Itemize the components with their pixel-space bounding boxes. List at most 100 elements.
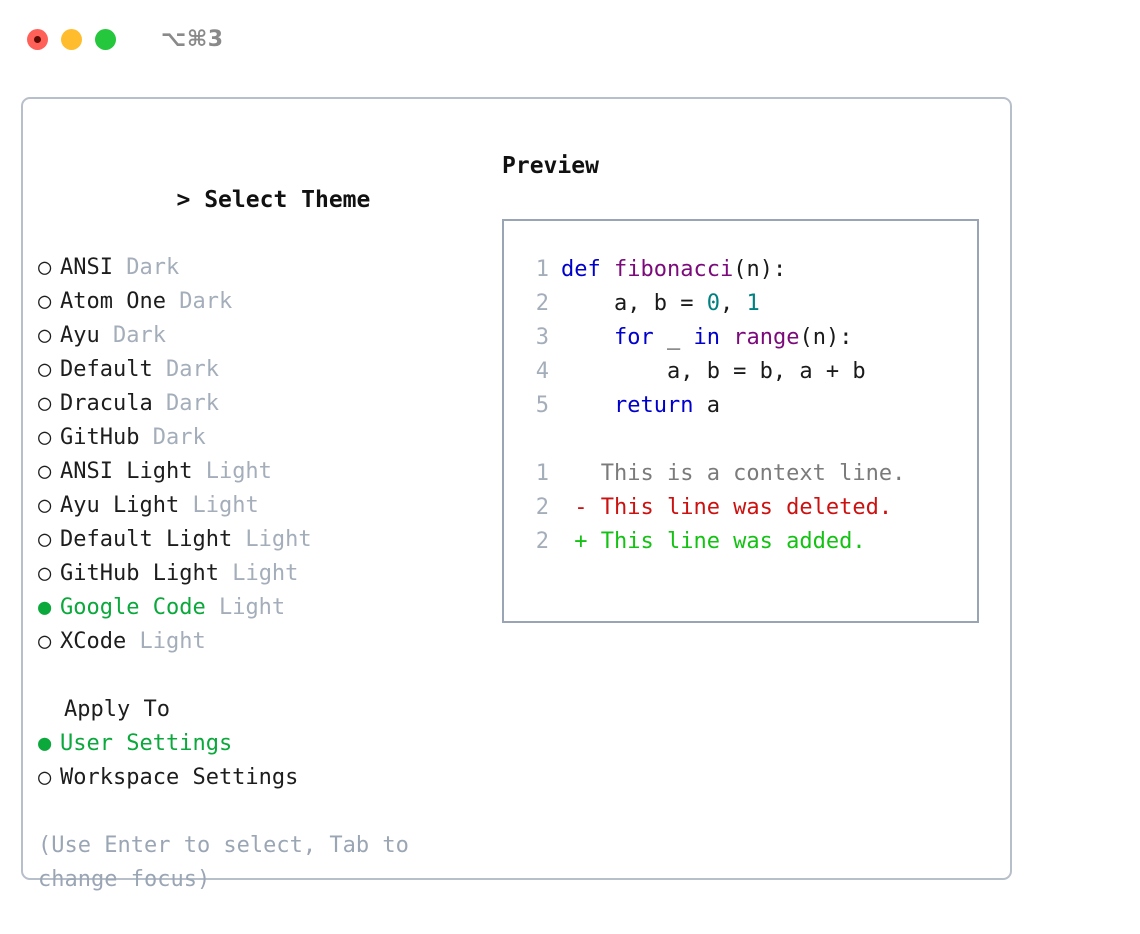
theme-variant-tag: Light	[179, 493, 259, 518]
theme-option-label: Google Code	[60, 595, 206, 620]
radio-unselected-icon: ○	[38, 391, 52, 416]
apply-to-option-workspace-settings[interactable]: ○ Workspace Settings	[38, 761, 488, 795]
close-button[interactable]	[27, 28, 48, 50]
radio-selected-icon: ●	[38, 595, 52, 620]
line-number: 3	[535, 325, 549, 350]
radio-unselected-icon: ○	[38, 323, 52, 348]
apply-to-option-label: Workspace Settings	[60, 765, 299, 790]
theme-option-label: Ayu	[60, 323, 100, 348]
diff-line-text: - This line was deleted.	[561, 495, 893, 520]
code-token: a, b = b, a + b	[561, 359, 866, 384]
apply-to-option-label: User Settings	[60, 731, 233, 756]
theme-option-default[interactable]: ○ Default Dark	[38, 353, 488, 387]
theme-option-ayu[interactable]: ○ Ayu Dark	[38, 319, 488, 353]
radio-unselected-icon: ○	[38, 459, 52, 484]
keyboard-shortcut-label: ⌥⌘3	[161, 26, 224, 52]
radio-unselected-icon: ○	[38, 425, 52, 450]
line-number: 1	[535, 461, 549, 486]
code-token: a	[693, 393, 720, 418]
apply-to-option-user-settings[interactable]: ●User Settings	[38, 727, 488, 761]
theme-variant-tag: Dark	[112, 255, 180, 280]
line-number: 4	[535, 359, 549, 384]
theme-list-title: Select Theme	[204, 187, 371, 213]
apply-to-header: Apply To	[64, 697, 170, 722]
preview-title: Preview	[502, 153, 599, 179]
radio-unselected-icon: ○	[38, 527, 52, 552]
theme-option-label: Default	[60, 357, 153, 382]
code-token: (	[733, 257, 747, 282]
diff-line: 1 This is a context line.	[504, 457, 977, 491]
line-number: 2	[535, 495, 549, 520]
diff-sample: 1 This is a context line. 2 - This line w…	[504, 457, 977, 559]
code-token: ):	[825, 325, 853, 350]
theme-variant-tag: Dark	[152, 391, 219, 416]
theme-option-label: XCode	[60, 629, 127, 654]
radio-unselected-icon: ○	[38, 493, 52, 518]
radio-unselected-icon: ○	[38, 561, 52, 586]
theme-variant-tag: Light	[232, 527, 312, 552]
code-line: 3 for _ in range(n):	[504, 321, 977, 355]
theme-variant-tag: Dark	[165, 289, 233, 314]
theme-option-label: Dracula	[60, 391, 153, 416]
code-token: return	[613, 393, 694, 418]
theme-option-ansi-light[interactable]: ○ ANSI Light Light	[38, 455, 488, 489]
code-token: n	[746, 257, 760, 282]
theme-list[interactable]: ○ANSI Dark○Atom One Dark○Ayu Dark○Defaul…	[38, 251, 488, 659]
line-number: 5	[535, 393, 549, 418]
code-token: fibonacci	[614, 257, 734, 282]
code-token: ,	[719, 291, 747, 316]
code-token: 1	[746, 291, 760, 316]
title-bar: ⌥⌘3	[0, 0, 1140, 78]
theme-option-default-light[interactable]: ○Default Light Light	[38, 523, 488, 557]
code-token: a, b =	[561, 291, 707, 316]
code-token: _	[653, 325, 694, 350]
code-token: (	[799, 325, 813, 350]
prompt-caret-icon: >	[176, 187, 191, 213]
theme-option-xcode[interactable]: ○ XCode Light	[38, 625, 488, 659]
minimize-button[interactable]	[61, 28, 82, 50]
code-token: for	[613, 325, 654, 350]
theme-option-github-light[interactable]: ○GitHub Light Light	[38, 557, 488, 591]
theme-variant-tag: Light	[218, 561, 299, 586]
code-token	[601, 257, 614, 282]
line-number: 2	[535, 291, 549, 316]
apply-to-list[interactable]: ●User Settings ○ Workspace Settings	[38, 727, 488, 795]
theme-option-ansi[interactable]: ○ANSI Dark	[38, 251, 488, 285]
theme-option-atom-one[interactable]: ○Atom One Dark	[38, 285, 488, 319]
theme-selection-panel: > Select Theme ○ANSI Dark○Atom One Dark○…	[38, 149, 488, 897]
theme-settings-dialog: > Select Theme ○ANSI Dark○Atom One Dark○…	[21, 97, 1012, 892]
radio-unselected-icon: ○	[38, 357, 52, 382]
code-diff-spacer	[504, 423, 977, 457]
code-token: 0	[706, 291, 720, 316]
theme-variant-tag: Light	[126, 629, 206, 654]
theme-variant-tag: Dark	[152, 357, 219, 382]
theme-option-dracula[interactable]: ○ Dracula Dark	[38, 387, 488, 421]
theme-variant-tag: Light	[205, 595, 286, 620]
code-line: 5 return a	[504, 389, 977, 423]
theme-list-header: > Select Theme	[38, 149, 488, 251]
theme-variant-tag: Dark	[99, 323, 166, 348]
theme-option-label: Ayu Light	[60, 493, 180, 518]
code-token	[561, 393, 614, 418]
theme-option-ayu-light[interactable]: ○ Ayu Light Light	[38, 489, 488, 523]
theme-option-github[interactable]: ○GitHub Dark	[38, 421, 488, 455]
section-spacer	[38, 659, 488, 693]
radio-unselected-icon: ○	[38, 255, 52, 280]
radio-unselected-icon: ○	[38, 289, 52, 314]
code-token	[720, 325, 733, 350]
theme-option-label: ANSI Light	[60, 459, 193, 484]
radio-unselected-icon: ○	[38, 629, 52, 654]
theme-option-google-code[interactable]: ● Google Code Light	[38, 591, 488, 625]
radio-unselected-icon: ○	[38, 765, 52, 790]
theme-variant-tag: Light	[192, 459, 272, 484]
window-controls	[27, 28, 116, 50]
diff-line-text: This is a context line.	[561, 461, 906, 486]
zoom-button[interactable]	[95, 28, 116, 50]
line-number: 1	[535, 257, 549, 282]
code-line: 2 a, b = 0, 1	[504, 287, 977, 321]
code-line: 4 a, b = b, a + b	[504, 355, 977, 389]
